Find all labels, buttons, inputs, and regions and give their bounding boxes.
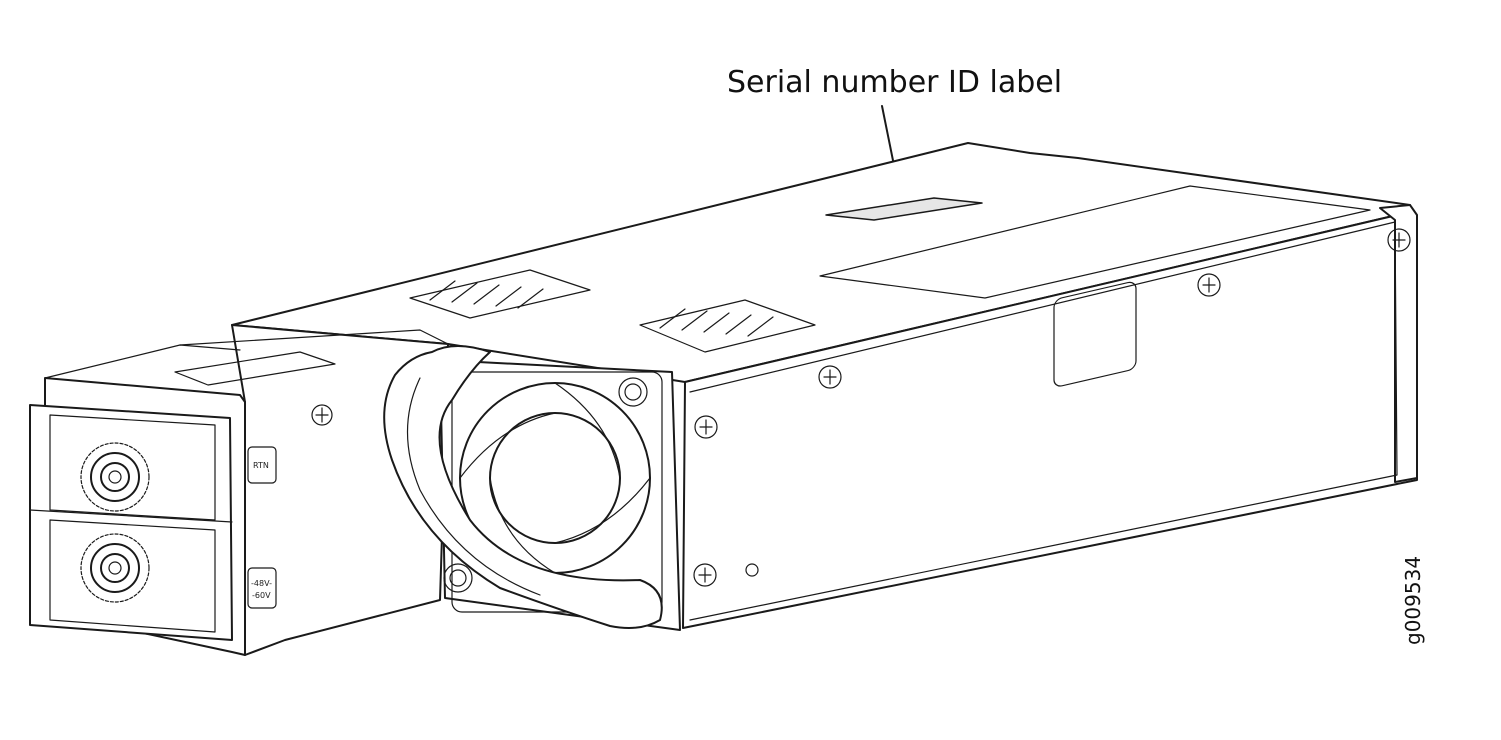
fan-screw-icon-top: [618, 377, 648, 407]
fan-screw-icon-bottom-left: [443, 563, 473, 593]
screw-icon-side-3: [818, 365, 842, 389]
rtn-label-plate: RTN: [247, 446, 277, 484]
screw-icon-front: [311, 404, 333, 426]
voltage-label-plate: -48V- -60V: [247, 567, 277, 609]
connector-block: [29, 404, 233, 641]
screw-icon-rear: [1387, 228, 1411, 252]
extraction-handle: [383, 345, 663, 629]
led-indicator: [745, 563, 759, 577]
callout-label: Serial number ID label: [727, 65, 1062, 100]
top-vent-fins-right: [639, 299, 816, 353]
screw-icon-side-1: [694, 415, 718, 439]
top-vent-fins-left: [409, 269, 591, 319]
terminal-stud-top: [80, 442, 150, 512]
serial-number-label: [825, 197, 983, 221]
figure-id: g009534: [1401, 556, 1425, 645]
screw-icon-side-4: [1197, 273, 1221, 297]
screw-icon-side-2: [693, 563, 717, 587]
rtn-label-text: RTN: [253, 461, 269, 470]
voltage-label-line1: -48V-: [251, 579, 272, 588]
terminal-stud-bottom: [80, 533, 150, 603]
module-body: [231, 142, 1418, 629]
voltage-label-line2: -60V: [252, 591, 271, 600]
